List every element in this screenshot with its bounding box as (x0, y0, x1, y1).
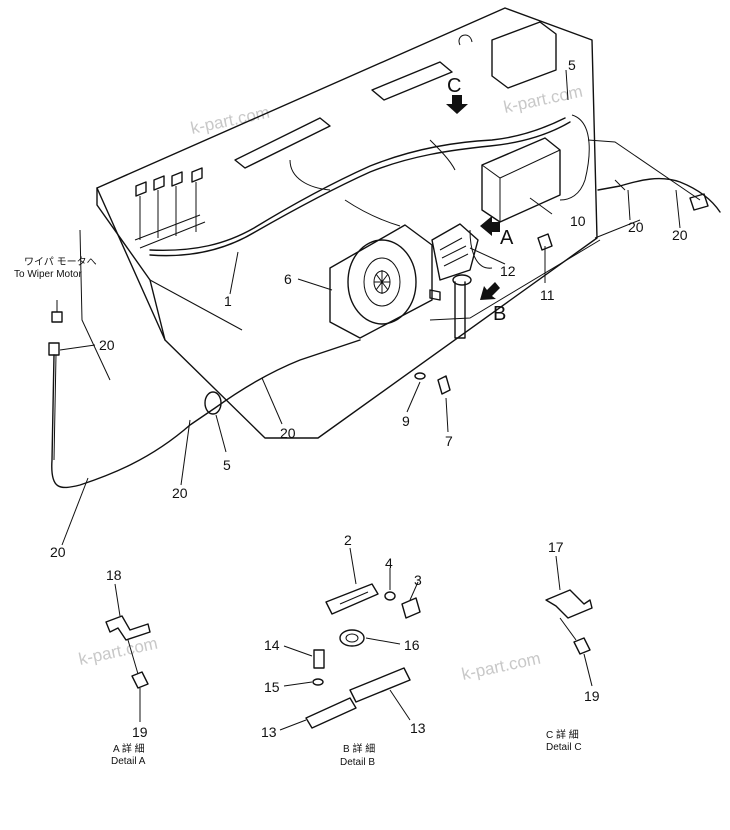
connector-block (431, 223, 479, 281)
callout-18: 18 (106, 567, 122, 583)
letter-c: C (447, 75, 461, 97)
lower-cable (48, 300, 361, 489)
detail-c-en: Detail C (546, 742, 582, 753)
bolt-11 (537, 233, 553, 251)
bracket-12 (429, 274, 472, 339)
callout-5-top: 5 (568, 57, 576, 73)
callout-2: 2 (344, 532, 352, 548)
callout-5-bottom: 5 (223, 457, 231, 473)
callout-17: 17 (548, 539, 564, 555)
detail-b-drawing (279, 547, 421, 731)
bolt-7 (414, 372, 451, 395)
callout-4: 4 (385, 555, 393, 571)
arrow-c (446, 95, 468, 114)
callout-7: 7 (445, 433, 453, 449)
callout-3: 3 (414, 572, 422, 588)
wire-harness (149, 114, 590, 269)
watermark-bottom-right: k-part.com (460, 649, 542, 684)
watermark-bottom-left: k-part.com (77, 634, 159, 669)
watermark-top: k-part.com (189, 103, 271, 138)
arrow-b (480, 282, 500, 300)
callout-20-left: 20 (99, 337, 115, 353)
callout-14: 14 (264, 637, 280, 653)
callout-6: 6 (284, 271, 292, 287)
detail-a-en: Detail A (111, 756, 146, 767)
wiper-label-jp: ワイパ モータへ (24, 256, 97, 268)
callout-20-right1: 20 (628, 219, 644, 235)
callout-20-middle: 20 (280, 425, 296, 441)
callout-11: 11 (540, 287, 555, 303)
speaker (329, 224, 433, 339)
callout-20-lower: 20 (172, 485, 188, 501)
callout-19-c: 19 (584, 688, 600, 704)
left-connectors (134, 167, 206, 249)
right-cable (597, 177, 721, 213)
detail-a-jp: A 詳 細 (113, 742, 145, 755)
callout-1: 1 (224, 293, 232, 309)
callout-20-right2: 20 (672, 227, 688, 243)
letter-b: B (493, 303, 506, 325)
arrow-a (480, 216, 500, 236)
callout-13-right: 13 (410, 720, 426, 736)
detail-c-drawing (545, 555, 593, 687)
detail-c-jp: C 詳 細 (546, 728, 579, 741)
wiper-label-en: To Wiper Motor (14, 269, 82, 280)
letter-a: A (500, 227, 514, 249)
detail-b-en: Detail B (340, 757, 375, 768)
callout-19-a: 19 (132, 724, 148, 740)
callout-12: 12 (500, 263, 516, 279)
control-box (481, 137, 561, 223)
callout-16: 16 (404, 637, 420, 653)
leader-lines (59, 69, 681, 546)
watermark-top-right: k-part.com (502, 82, 584, 117)
callout-10: 10 (570, 213, 586, 229)
callout-20-bottom: 20 (50, 544, 66, 560)
detail-a-drawing (105, 583, 151, 722)
callout-9: 9 (402, 413, 410, 429)
callout-15: 15 (264, 679, 280, 695)
callout-13-left: 13 (261, 724, 277, 740)
detail-b-jp: B 詳 細 (343, 742, 375, 755)
